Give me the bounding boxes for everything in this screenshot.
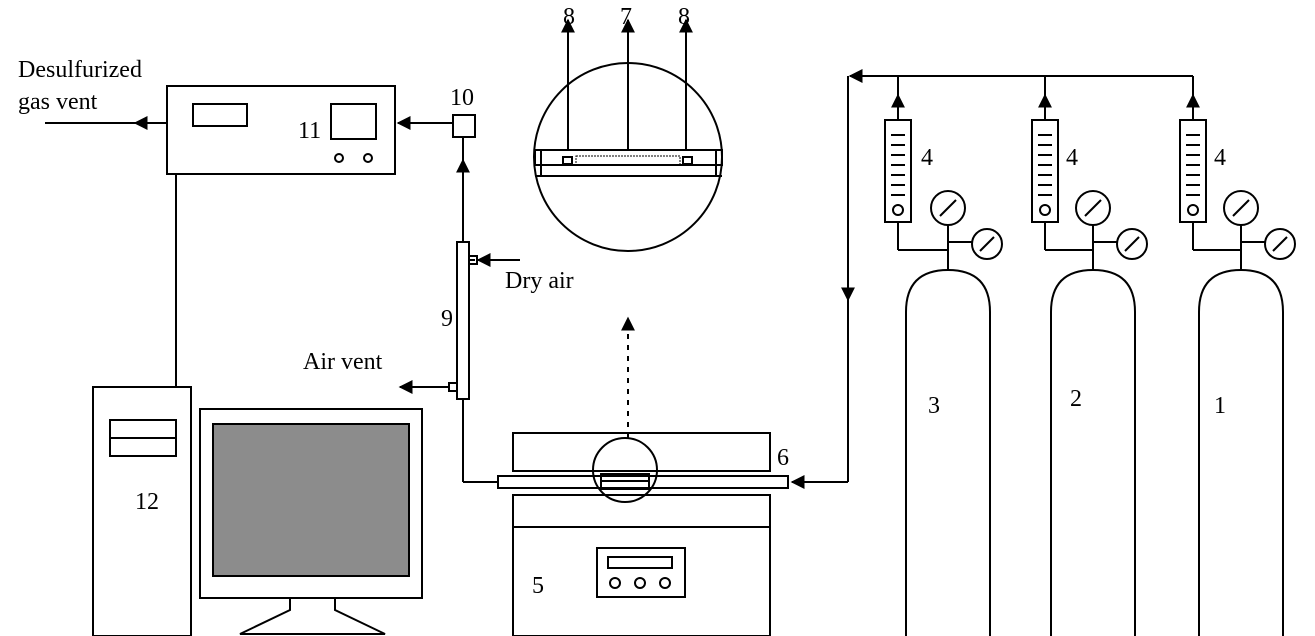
gas-cylinder-2 [1050, 250, 1136, 636]
flowmeter-2 [1031, 93, 1059, 223]
gas-cylinder-1 [1198, 250, 1284, 636]
pressure-gauges-3 [897, 190, 1003, 260]
label-flowmeter-2: 4 [1066, 145, 1078, 171]
pressure-gauges-2 [1044, 190, 1148, 260]
magnified-reactor-view [533, 18, 723, 252]
label-computer: 12 [135, 489, 159, 515]
computer-tower [92, 386, 192, 636]
pressure-gauges-1 [1192, 190, 1296, 260]
flowmeter-1 [1179, 93, 1207, 223]
air-vent-label: Air vent [303, 349, 383, 375]
label-gas-analyzer: 11 [298, 118, 321, 144]
label-flowmeter-3: 4 [921, 145, 933, 171]
label-dryer: 9 [441, 306, 453, 332]
label-furnace: 5 [532, 573, 544, 599]
tube-furnace [512, 432, 771, 636]
label-sampling-port: 10 [450, 85, 474, 111]
gas-analyzer [45, 85, 396, 387]
desulfurized-gas-vent-label-line2: gas vent [18, 89, 98, 115]
label-cylinder-1: 1 [1214, 393, 1226, 419]
label-cylinder-3: 3 [928, 393, 940, 419]
dry-air-label: Dry air [505, 268, 574, 294]
label-outlet-7: 7 [620, 4, 632, 30]
sampling-port [396, 114, 476, 138]
label-outlet-8-left: 8 [563, 4, 575, 30]
label-outlet-8-right: 8 [678, 4, 690, 30]
dryer-tube [398, 137, 520, 483]
label-flowmeter-1: 4 [1214, 145, 1226, 171]
label-cylinder-2: 2 [1070, 386, 1082, 412]
desulfurized-gas-vent-label-line1: Desulfurized [18, 57, 142, 83]
gas-cylinder-3 [905, 250, 991, 636]
gas-manifold-line [790, 69, 1194, 489]
label-quartz-tube: 6 [777, 445, 789, 471]
computer-monitor [199, 408, 423, 635]
flowmeter-3 [884, 93, 912, 223]
